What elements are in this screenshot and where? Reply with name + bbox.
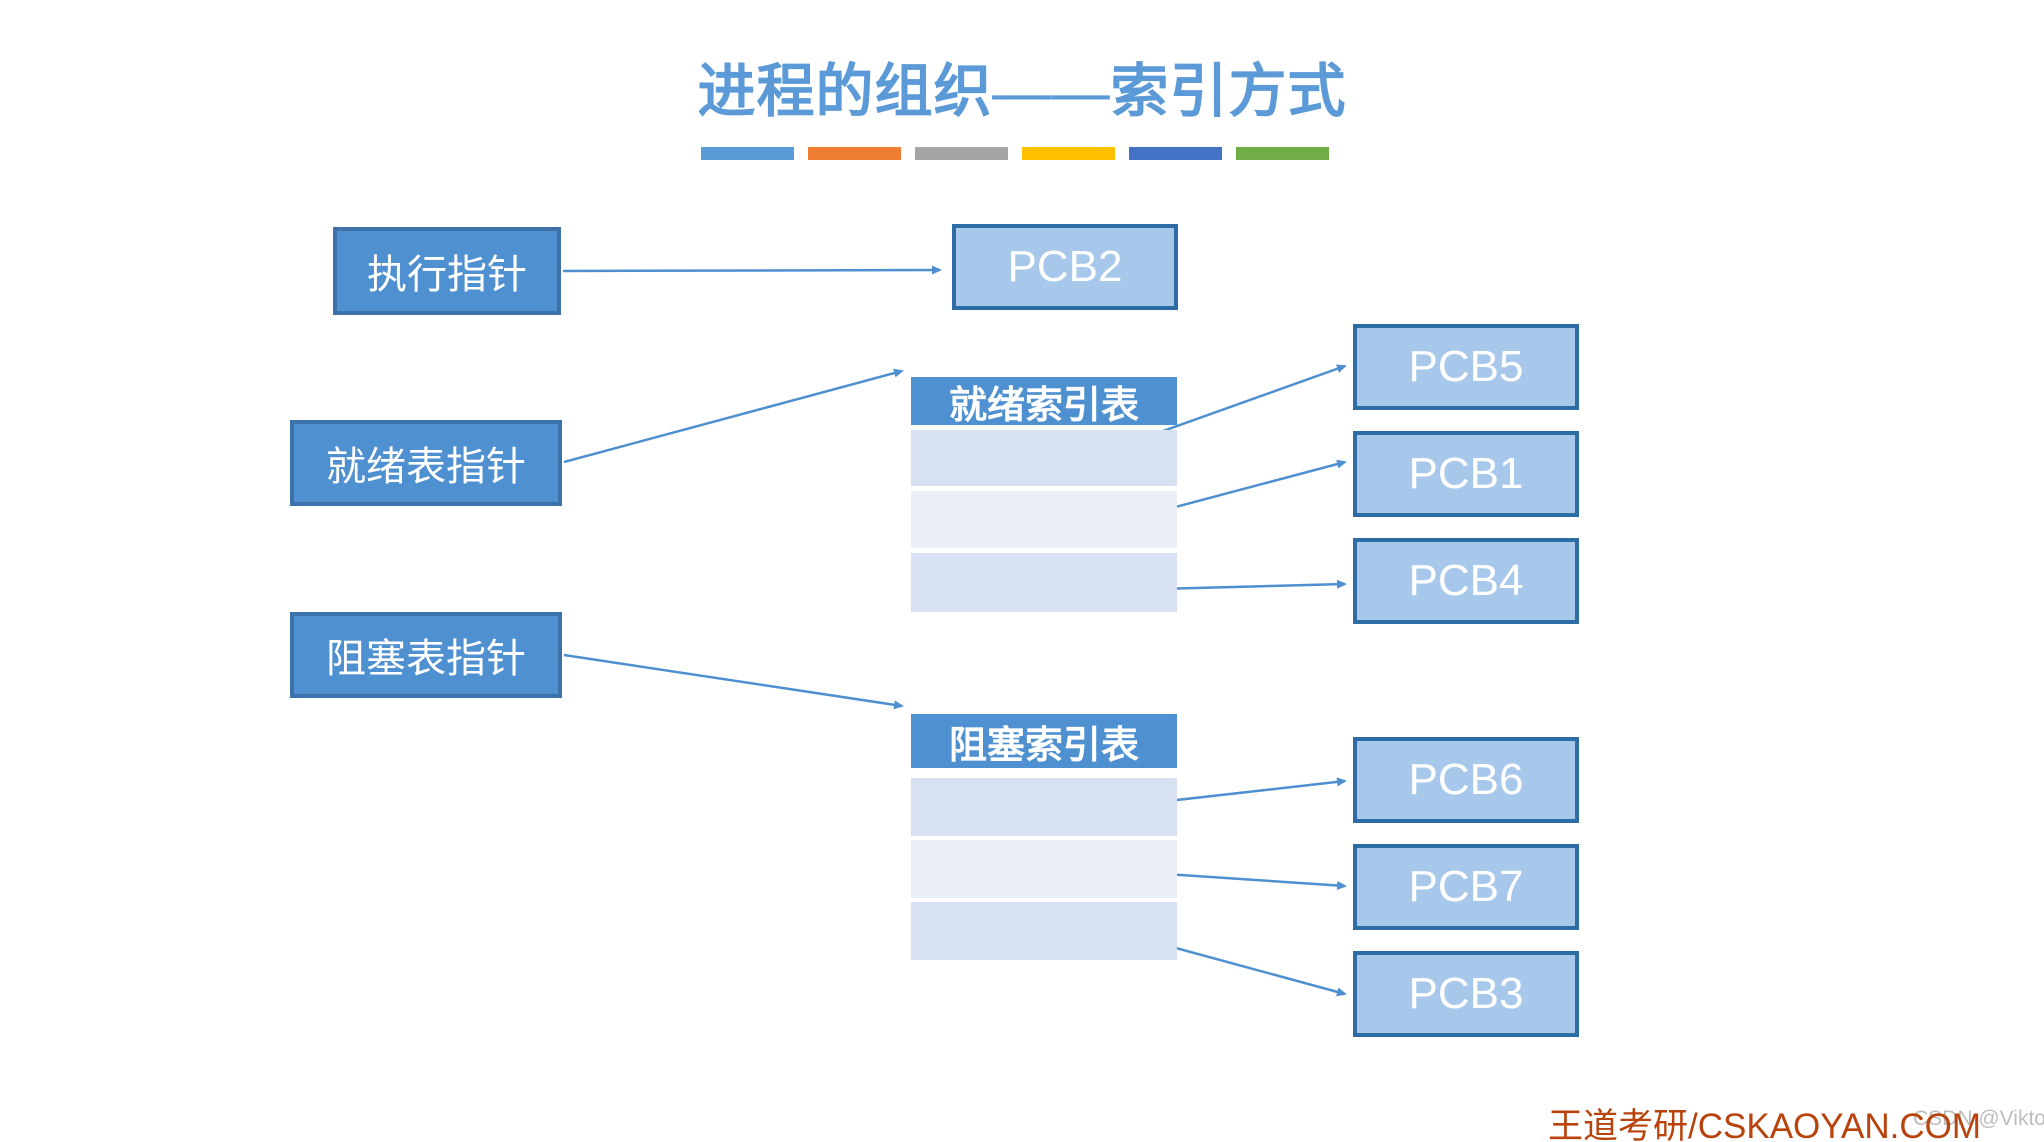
blocked-index-row-1	[911, 778, 1177, 836]
csdn-watermark: CSDN @Viktoriae	[1913, 1107, 2044, 1130]
pcb3-box: PCB3	[1353, 951, 1579, 1037]
blocked-pointer-box: 阻塞表指针	[290, 612, 562, 698]
pcb5-box: PCB5	[1353, 324, 1579, 410]
arrow-exec-to-pcb2	[562, 265, 942, 275]
arrow-readyptr-to-table	[563, 368, 904, 464]
ready-index-row-3	[911, 553, 1177, 612]
blocked-index-table-header: 阻塞索引表	[911, 714, 1177, 768]
blocked-index-row-3	[911, 902, 1177, 960]
pcb4-box: PCB4	[1353, 538, 1579, 624]
ready-index-table-header: 就绪索引表	[911, 377, 1177, 427]
accent-bar-gold	[1022, 147, 1115, 160]
accent-bar-navy	[1129, 147, 1222, 160]
blocked-index-row-2	[911, 840, 1177, 898]
pcb6-box: PCB6	[1353, 737, 1579, 823]
ready-index-row-2	[911, 491, 1177, 548]
accent-bar-green	[1236, 147, 1329, 160]
ready-pointer-box: 就绪表指针	[290, 420, 562, 506]
pcb1-box: PCB1	[1353, 431, 1579, 517]
pcb2-box: PCB2	[952, 224, 1178, 310]
exec-pointer-box: 执行指针	[333, 227, 561, 315]
arrow-blockedptr-to-table	[563, 653, 904, 710]
ready-index-row-1	[911, 430, 1177, 486]
pcb7-box: PCB7	[1353, 844, 1579, 930]
accent-bar-orange	[808, 147, 901, 160]
accent-bar-blue	[701, 147, 794, 160]
brand-watermark: 王道考研/CSKAOYAN.COM	[1548, 1107, 1982, 1142]
accent-bar-gray	[915, 147, 1008, 160]
page-title: 进程的组织——索引方式	[697, 59, 1347, 124]
accent-bars	[701, 147, 1329, 160]
